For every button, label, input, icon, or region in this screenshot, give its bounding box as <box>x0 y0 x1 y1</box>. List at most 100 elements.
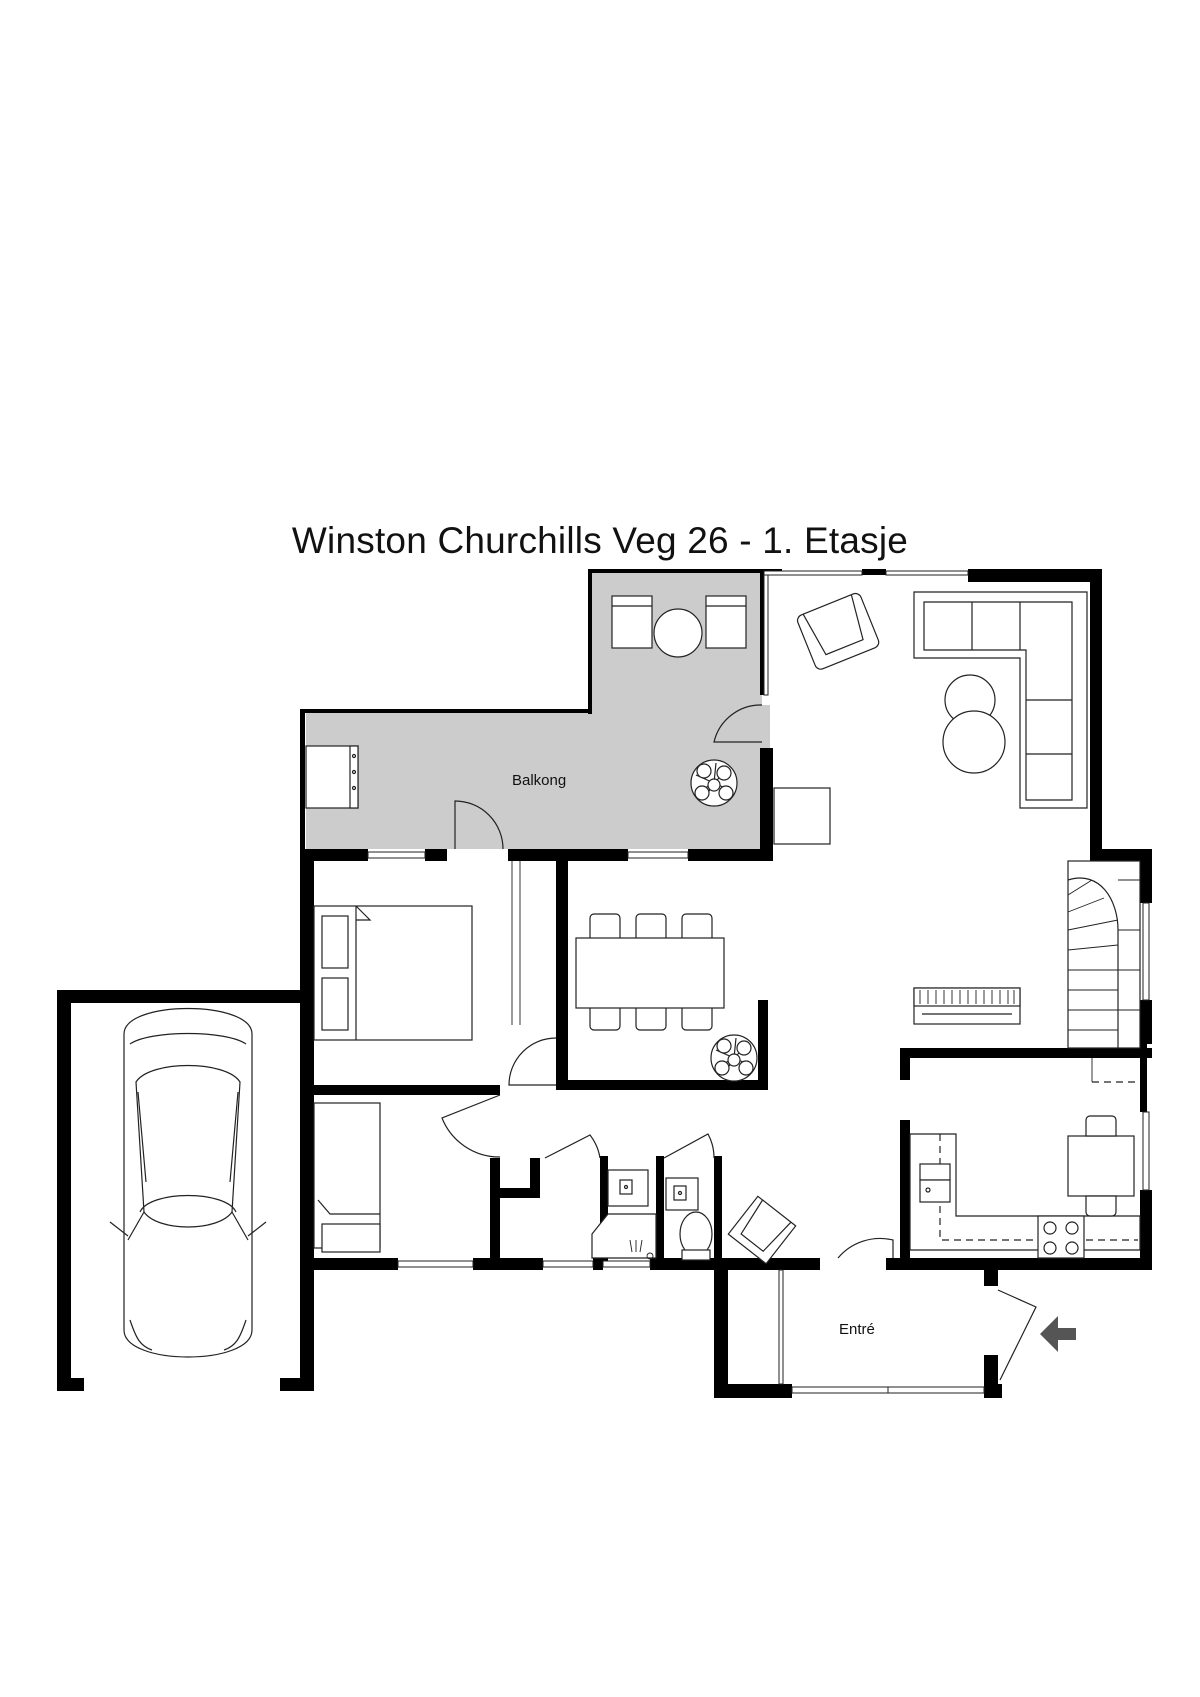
wall <box>490 1188 536 1198</box>
window <box>887 1386 985 1394</box>
wall <box>300 1085 500 1095</box>
wall <box>688 849 773 861</box>
window <box>885 570 969 576</box>
bedroom <box>313 905 473 1041</box>
study-room <box>313 1102 381 1253</box>
window <box>602 1260 651 1268</box>
window <box>542 1260 594 1268</box>
wall <box>656 1156 664 1266</box>
entry-arrow-icon <box>1040 1316 1076 1352</box>
wall <box>984 1355 998 1398</box>
wall <box>714 1258 728 1398</box>
piano-icon <box>913 987 1021 1025</box>
room-label-balcony: Balkong <box>512 772 566 789</box>
armchair-icon <box>705 595 747 649</box>
wall <box>758 1000 768 1090</box>
wall <box>714 1156 722 1266</box>
wall <box>300 849 314 1391</box>
window <box>763 574 769 696</box>
kitchen-table-icon <box>1067 1135 1135 1197</box>
table-icon <box>653 608 703 658</box>
bathroom-door <box>663 1133 715 1159</box>
plant-icon <box>710 1034 758 1082</box>
wall <box>57 990 314 1003</box>
dining-table-icon <box>575 937 725 1009</box>
wall <box>1140 1044 1147 1112</box>
living-room-furniture <box>773 591 1088 845</box>
wall <box>760 748 773 856</box>
stove-icon <box>1037 1215 1085 1259</box>
grill-icon <box>305 745 359 809</box>
wall <box>714 1384 792 1398</box>
shower-icon <box>591 1213 657 1259</box>
wall <box>900 1048 910 1080</box>
bed-icon <box>313 905 473 1041</box>
windows <box>367 570 1150 1394</box>
balcony-furniture: Balkong <box>305 595 747 809</box>
wall <box>473 1258 543 1270</box>
coffee-table-icon <box>942 710 1006 774</box>
chair-icon <box>1085 1195 1117 1217</box>
wall <box>556 849 568 1089</box>
wall <box>588 569 592 714</box>
wall <box>862 569 886 575</box>
wall <box>300 709 305 855</box>
cabinet-icon <box>773 787 831 845</box>
wall <box>300 849 368 861</box>
window <box>627 851 689 859</box>
hall-door-2 <box>837 1237 894 1259</box>
bathtub-icon <box>321 1223 381 1253</box>
bedroom-door <box>508 1037 557 1086</box>
wall <box>968 569 1102 582</box>
wall <box>425 849 447 861</box>
balcony-area <box>306 572 770 849</box>
wall <box>530 1158 540 1198</box>
wall <box>280 1378 314 1391</box>
front-door <box>997 1289 1037 1381</box>
wall <box>1090 849 1152 861</box>
wall <box>490 1158 500 1266</box>
dining-area <box>575 913 758 1082</box>
window <box>778 1269 784 1385</box>
wall <box>984 1258 998 1286</box>
wall <box>1140 849 1152 903</box>
wall <box>900 1120 910 1268</box>
wall <box>302 709 592 713</box>
hall-door <box>441 1094 501 1158</box>
room-label-entrance: Entré <box>839 1321 875 1338</box>
car-icon <box>109 1007 267 1358</box>
kitchen <box>909 1058 1141 1259</box>
wall <box>650 1258 820 1270</box>
balcony-door-2 <box>454 800 504 850</box>
wall <box>600 1156 608 1266</box>
storage-door <box>544 1134 601 1159</box>
doors <box>441 704 1037 1381</box>
chair-icon <box>1085 1115 1117 1137</box>
window <box>763 570 863 576</box>
toilet-icon <box>679 1211 713 1261</box>
wall <box>1090 569 1102 857</box>
wall <box>57 990 71 1390</box>
armchair-icon <box>611 595 653 649</box>
window <box>397 1260 474 1268</box>
balcony-floor <box>306 572 770 849</box>
window <box>1142 1111 1150 1191</box>
wall <box>57 1378 84 1391</box>
walls <box>57 569 1152 1398</box>
armchair-icon <box>727 1195 797 1265</box>
plan-title: Winston Churchills Veg 26 - 1. Etasje <box>291 520 909 561</box>
sink-icon <box>919 1163 951 1181</box>
wall <box>1140 1000 1152 1044</box>
wall <box>900 1048 1152 1058</box>
wall <box>886 1258 1152 1270</box>
balcony-door <box>713 704 763 743</box>
wall <box>1060 1048 1070 1056</box>
sofa-icon <box>913 591 1088 809</box>
wall <box>590 569 764 573</box>
entrance: Entré <box>839 1316 1076 1352</box>
window <box>367 851 426 859</box>
wall <box>1140 1190 1152 1263</box>
wall <box>593 1258 603 1270</box>
bathroom <box>591 1169 797 1265</box>
